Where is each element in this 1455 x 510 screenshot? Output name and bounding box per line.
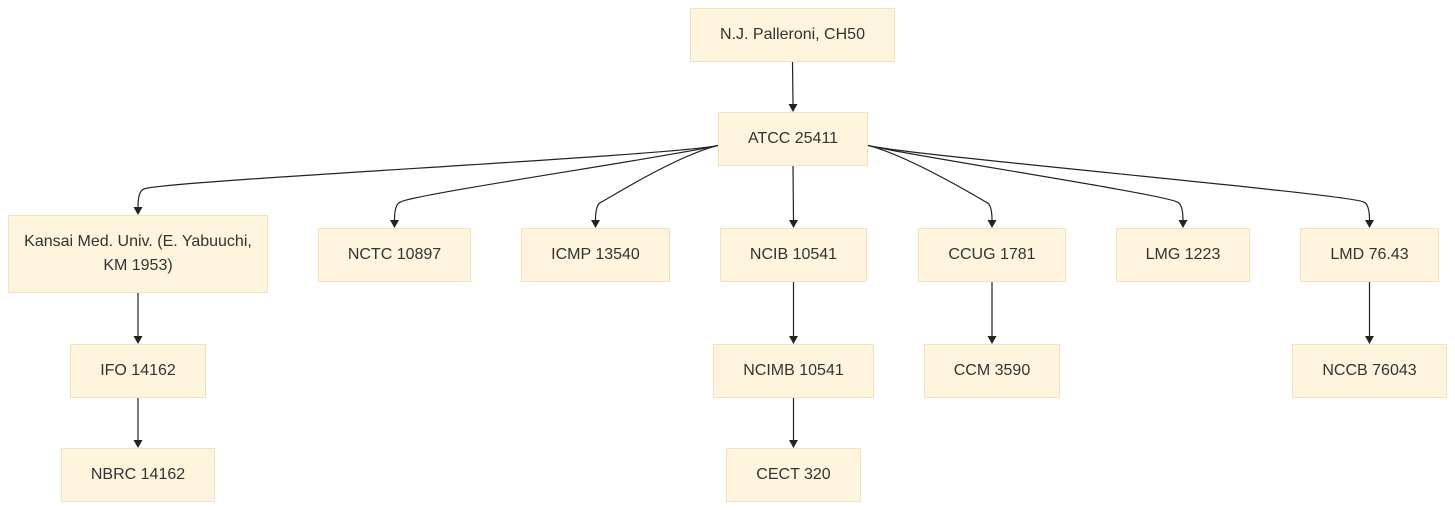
node-icmp-13540: ICMP 13540 [521,228,670,282]
node-label: N.J. Palleroni, CH50 [720,26,865,43]
node-label: NCTC 10897 [347,246,442,263]
node-label: ATCC 25411 [747,130,839,147]
node-cect-320: CECT 320 [726,448,861,502]
node-ccm-3590: CCM 3590 [924,344,1060,398]
arrowhead-ccm [987,336,997,344]
node-label: IFO 14162 [100,362,176,379]
node-palleroni: N.J. Palleroni, CH50 [690,8,895,62]
node-label: LMD 76.43 [1330,246,1409,263]
arrowhead-lmg [1178,220,1188,228]
edge-atcc-to-lmg [867,144,1184,221]
arrowhead-ifo [133,336,143,344]
node-atcc-25411: ATCC 25411 [718,112,868,166]
edge-palleroni-to-atcc [791,61,794,105]
arrowhead-ncimb [789,336,798,344]
arrowhead-kansai [133,207,143,215]
node-label: NCIMB 10541 [743,362,844,379]
node-nccb-76043: NCCB 76043 [1292,344,1447,398]
node-label: NCIB 10541 [749,246,838,263]
edge-atcc-to-lmd [867,144,1371,221]
edge-atcc-to-icmp [594,144,719,221]
arrowhead-lmd [1365,220,1374,228]
arrowhead-atcc [788,104,798,112]
node-label: ICMP 13540 [551,246,640,263]
edge-atcc-to-nctc [393,144,719,221]
node-label: Kansai Med. Univ. (E. Yabuuchi, KM 1953) [24,233,252,274]
node-label: LMG 1223 [1145,246,1221,263]
node-lmd-76-43: LMD 76.43 [1300,228,1439,282]
node-ncib-10541: NCIB 10541 [720,228,867,282]
arrowhead-nbrc [133,440,143,448]
node-nbrc-14162: NBRC 14162 [61,448,215,502]
edge-atcc-to-ncib [792,165,795,221]
node-ncimb-10541: NCIMB 10541 [713,344,874,398]
node-label: NBRC 14162 [90,466,186,483]
node-label: CCUG 1781 [948,246,1036,263]
arrowhead-ncib [789,220,798,228]
node-nctc-10897: NCTC 10897 [318,228,471,282]
arrowhead-icmp [591,220,600,228]
edge-atcc-to-kansai [137,144,719,208]
arrowhead-nccb [1365,336,1374,344]
edge-atcc-to-ccug [867,144,993,221]
arrowhead-cect [789,440,798,448]
arrowhead-ccug [987,220,997,228]
node-ifo-14162: IFO 14162 [70,344,206,398]
node-label: NCCB 76043 [1322,362,1417,379]
node-kansai-med-univ: Kansai Med. Univ. (E. Yabuuchi, KM 1953) [8,215,268,293]
node-ccug-1781: CCUG 1781 [918,228,1066,282]
arrowhead-nctc [390,220,399,228]
node-label: CCM 3590 [953,362,1031,379]
node-lmg-1223: LMG 1223 [1116,228,1250,282]
node-label: CECT 320 [756,466,831,483]
